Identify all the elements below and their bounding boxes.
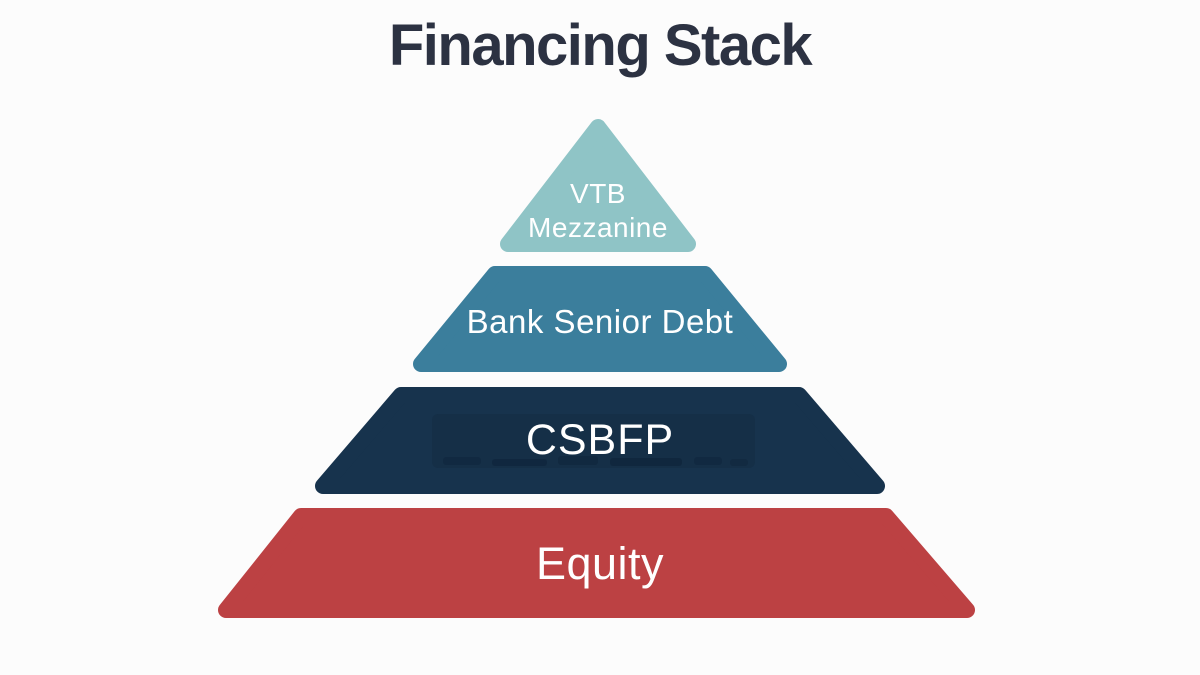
tier-label-equity: Equity [535, 538, 665, 589]
tier-label-bank-senior-debt: Bank Senior Debt [466, 303, 734, 340]
redaction-artifact [443, 457, 481, 465]
redaction-artifact [558, 456, 598, 465]
pyramid-tier-vtb-mezzanine [500, 119, 696, 252]
page-title: Financing Stack [388, 13, 813, 78]
tier-label-line: Mezzanine [528, 212, 668, 243]
redaction-artifact [610, 458, 682, 466]
tier-label-line: VTB [570, 178, 626, 209]
tier-label-vtb-mezzanine: VTB Mezzanine [448, 177, 748, 245]
pyramid-tier-bank-senior-debt [413, 266, 787, 372]
redaction-artifact [730, 459, 748, 466]
pyramid-tier-equity [218, 508, 975, 618]
redaction-artifact [694, 457, 722, 465]
tier-label-csbfp: CSBFP [525, 416, 675, 464]
redaction-patch [432, 414, 755, 468]
redaction-artifact [492, 459, 547, 466]
